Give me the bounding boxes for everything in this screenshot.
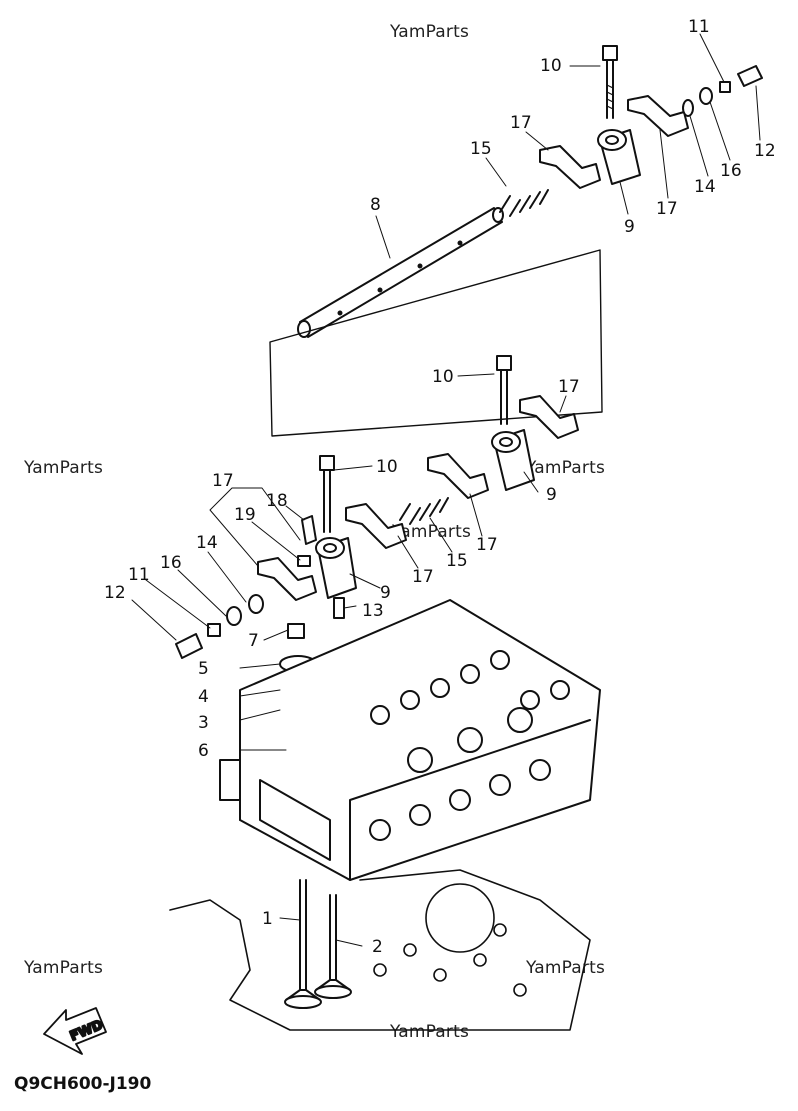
valve-2 xyxy=(314,894,352,999)
screw-12-left xyxy=(175,633,203,659)
callout-2: 2 xyxy=(372,937,383,957)
callout-11-left: 11 xyxy=(128,565,150,585)
callout-15-top: 15 xyxy=(470,139,492,159)
rocker-arm-middle xyxy=(427,453,489,499)
rocker-arm-middle-right xyxy=(519,395,579,439)
callout-9-left: 9 xyxy=(380,583,391,603)
rocker-support-left xyxy=(315,537,357,599)
callout-10-left: 10 xyxy=(376,457,398,477)
cylinder-block-gasket xyxy=(169,869,591,1031)
callout-5: 5 xyxy=(198,659,209,679)
nut-11-top xyxy=(719,81,731,93)
screw-12-top xyxy=(737,65,763,87)
callout-3: 3 xyxy=(198,713,209,733)
bolt-10-middle xyxy=(496,355,512,425)
callout-9-middle: 9 xyxy=(546,485,557,505)
callout-16-top: 16 xyxy=(720,161,742,181)
spring-top xyxy=(499,189,549,217)
leader-lines xyxy=(131,33,761,947)
callout-6: 6 xyxy=(198,741,209,761)
bolt-10-left xyxy=(319,455,335,533)
callout-12-top: 12 xyxy=(754,141,776,161)
rocker-arm-left-inner xyxy=(345,503,407,549)
washer-14-top xyxy=(682,99,694,117)
rocker-arm-top-left xyxy=(539,145,601,189)
valve-cap-7 xyxy=(287,623,305,639)
callout-1: 1 xyxy=(262,909,273,929)
rocker-shaft xyxy=(297,207,504,338)
valve-1 xyxy=(284,879,322,1009)
callout-19: 19 xyxy=(234,505,256,525)
rocker-support-middle-right xyxy=(491,429,535,491)
callout-17-middle-right: 17 xyxy=(558,377,580,397)
callout-17-top-right: 17 xyxy=(656,199,678,219)
washer-16-top xyxy=(699,87,713,105)
washer-16-left xyxy=(226,606,242,626)
callout-12-left: 12 xyxy=(104,583,126,603)
callout-15-middle: 15 xyxy=(446,551,468,571)
callout-10-middle: 10 xyxy=(432,367,454,387)
rocker-support-top xyxy=(597,129,641,185)
callout-16-left: 16 xyxy=(160,553,182,573)
callout-8: 8 xyxy=(370,195,381,215)
fwd-arrow-icon: FWD xyxy=(43,1007,107,1055)
watermark-center: YamParts xyxy=(392,522,472,542)
watermark-left: YamParts xyxy=(24,458,104,478)
callout-17-middle: 17 xyxy=(476,535,498,555)
adjusting-screw-18 xyxy=(301,515,317,545)
callout-9-top: 9 xyxy=(624,217,635,237)
lock-nut-19 xyxy=(297,555,311,567)
callout-13: 13 xyxy=(362,601,384,621)
callout-14-top: 14 xyxy=(694,177,716,197)
rocker-arm-left-outer xyxy=(257,557,317,601)
diagram-code: Q9CH600-J190 xyxy=(14,1074,152,1094)
callout-4: 4 xyxy=(198,687,209,707)
watermark-bottom: YamParts xyxy=(390,1022,470,1042)
callout-17-lower: 17 xyxy=(412,567,434,587)
callout-10-top: 10 xyxy=(540,56,562,76)
watermark-right: YamParts xyxy=(526,458,606,478)
bolt-10-top xyxy=(602,45,618,119)
spring-middle xyxy=(399,497,449,525)
nut-11-left xyxy=(207,623,221,637)
rocker-arm-top-right xyxy=(627,95,689,137)
callout-17-top-left: 17 xyxy=(510,113,532,133)
callout-17-left: 17 xyxy=(212,471,234,491)
watermark-bottom-left: YamParts xyxy=(24,958,104,978)
cylinder-head xyxy=(219,599,601,881)
callout-18: 18 xyxy=(266,491,288,511)
callout-7: 7 xyxy=(248,631,259,651)
callout-11-top: 11 xyxy=(688,17,710,37)
pin-13 xyxy=(333,597,345,619)
reference-bracket xyxy=(269,249,603,437)
watermark-top: YamParts xyxy=(390,22,470,42)
washer-14-left xyxy=(248,594,264,614)
callout-14-left: 14 xyxy=(196,533,218,553)
